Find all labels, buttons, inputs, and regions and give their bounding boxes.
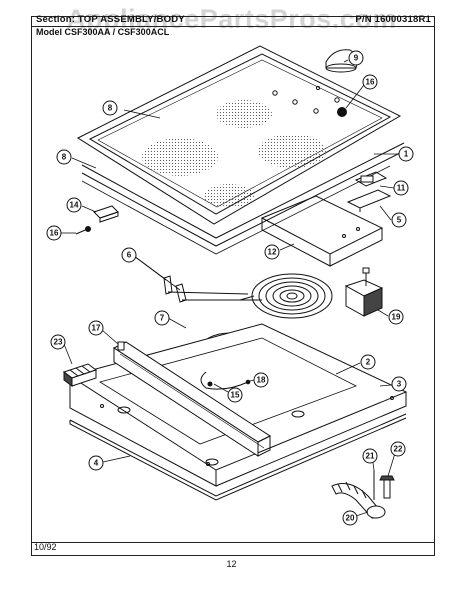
diagram-frame xyxy=(31,16,435,556)
bottom-panel xyxy=(69,413,407,501)
control-panel-bracket xyxy=(260,195,384,267)
callout-17: 17 xyxy=(88,320,104,336)
callout-label: 2 xyxy=(366,358,371,367)
callout-label: 8 xyxy=(62,153,67,162)
heating-zone-left-front xyxy=(142,138,218,176)
callout-2: 2 xyxy=(360,354,376,370)
callout-4: 4 xyxy=(88,455,104,471)
callout-16-top: 16 xyxy=(362,74,378,90)
heating-zone-left-rear xyxy=(216,100,272,128)
callout-label: 12 xyxy=(268,248,277,257)
part-number: P/N 16000318R1 xyxy=(355,14,431,25)
callout-3: 3 xyxy=(391,376,407,392)
callout-label: 15 xyxy=(231,391,240,400)
footer-divider xyxy=(31,542,435,543)
callout-label: 19 xyxy=(392,313,401,322)
callout-12: 11 xyxy=(393,180,409,196)
cooktop-seal-layers xyxy=(81,142,405,255)
callout-7: 7 xyxy=(154,310,170,326)
revision-date: 10/92 xyxy=(34,542,57,552)
support-rail xyxy=(112,341,272,457)
callout-label: 8 xyxy=(108,104,113,113)
callout-label: 7 xyxy=(160,314,165,323)
callout-11: 9 xyxy=(348,50,364,66)
callout-14: 14 xyxy=(66,197,82,213)
callout-22: 22 xyxy=(390,441,406,457)
burner-brackets xyxy=(163,275,262,303)
clip-bracket xyxy=(93,205,119,223)
valve-connector-assembly xyxy=(331,470,395,519)
callout-label: 23 xyxy=(54,338,63,347)
callout-label: 22 xyxy=(394,445,403,454)
page-number: 12 xyxy=(226,559,237,569)
callout-label: 3 xyxy=(397,380,402,389)
callout-21: 21 xyxy=(362,448,378,464)
control-knob xyxy=(325,49,358,73)
callout-label: 21 xyxy=(366,452,375,461)
callout-15: 15 xyxy=(227,387,243,403)
infinite-switch xyxy=(344,267,384,317)
callout-23: 23 xyxy=(50,334,66,350)
callout-8: 8 xyxy=(102,100,118,116)
callout-label: 5 xyxy=(397,216,402,225)
callout-1: 1 xyxy=(398,146,414,162)
callout-label: 1 xyxy=(404,150,409,159)
callout-label: 11 xyxy=(397,184,406,193)
indicator-light xyxy=(337,107,347,117)
callout-16-left: 16 xyxy=(46,225,62,241)
heating-zone-front xyxy=(204,184,254,208)
callout-19: 19 xyxy=(388,309,404,325)
callout-label: 9 xyxy=(354,54,359,63)
large-coil-element xyxy=(239,273,333,319)
callout-label: 20 xyxy=(346,514,355,523)
callout-label: 16 xyxy=(366,78,375,87)
terminal-block xyxy=(62,363,98,387)
switch-bracket xyxy=(346,171,392,212)
callout-20: 20 xyxy=(342,510,358,526)
callout-18: 18 xyxy=(253,372,269,388)
screw xyxy=(75,226,91,235)
glass-cooktop-top xyxy=(76,45,402,225)
callout-label: 14 xyxy=(70,201,79,210)
callout-9: 8 xyxy=(56,149,72,165)
callout-label: 17 xyxy=(92,324,101,333)
callout-label: 6 xyxy=(127,251,132,260)
callout-5: 5 xyxy=(391,212,407,228)
header-divider xyxy=(31,26,435,27)
callout-label: 16 xyxy=(50,229,59,238)
callout-13: 12 xyxy=(264,244,280,260)
section-title: Section: TOP ASSEMBLY/BODY xyxy=(36,14,185,25)
callout-label: 4 xyxy=(94,459,99,468)
callout-label: 18 xyxy=(257,376,266,385)
model-number: Model CSF300AA / CSF300ACL xyxy=(36,27,170,37)
heating-zone-right xyxy=(258,134,326,168)
callout-6: 6 xyxy=(121,247,137,263)
